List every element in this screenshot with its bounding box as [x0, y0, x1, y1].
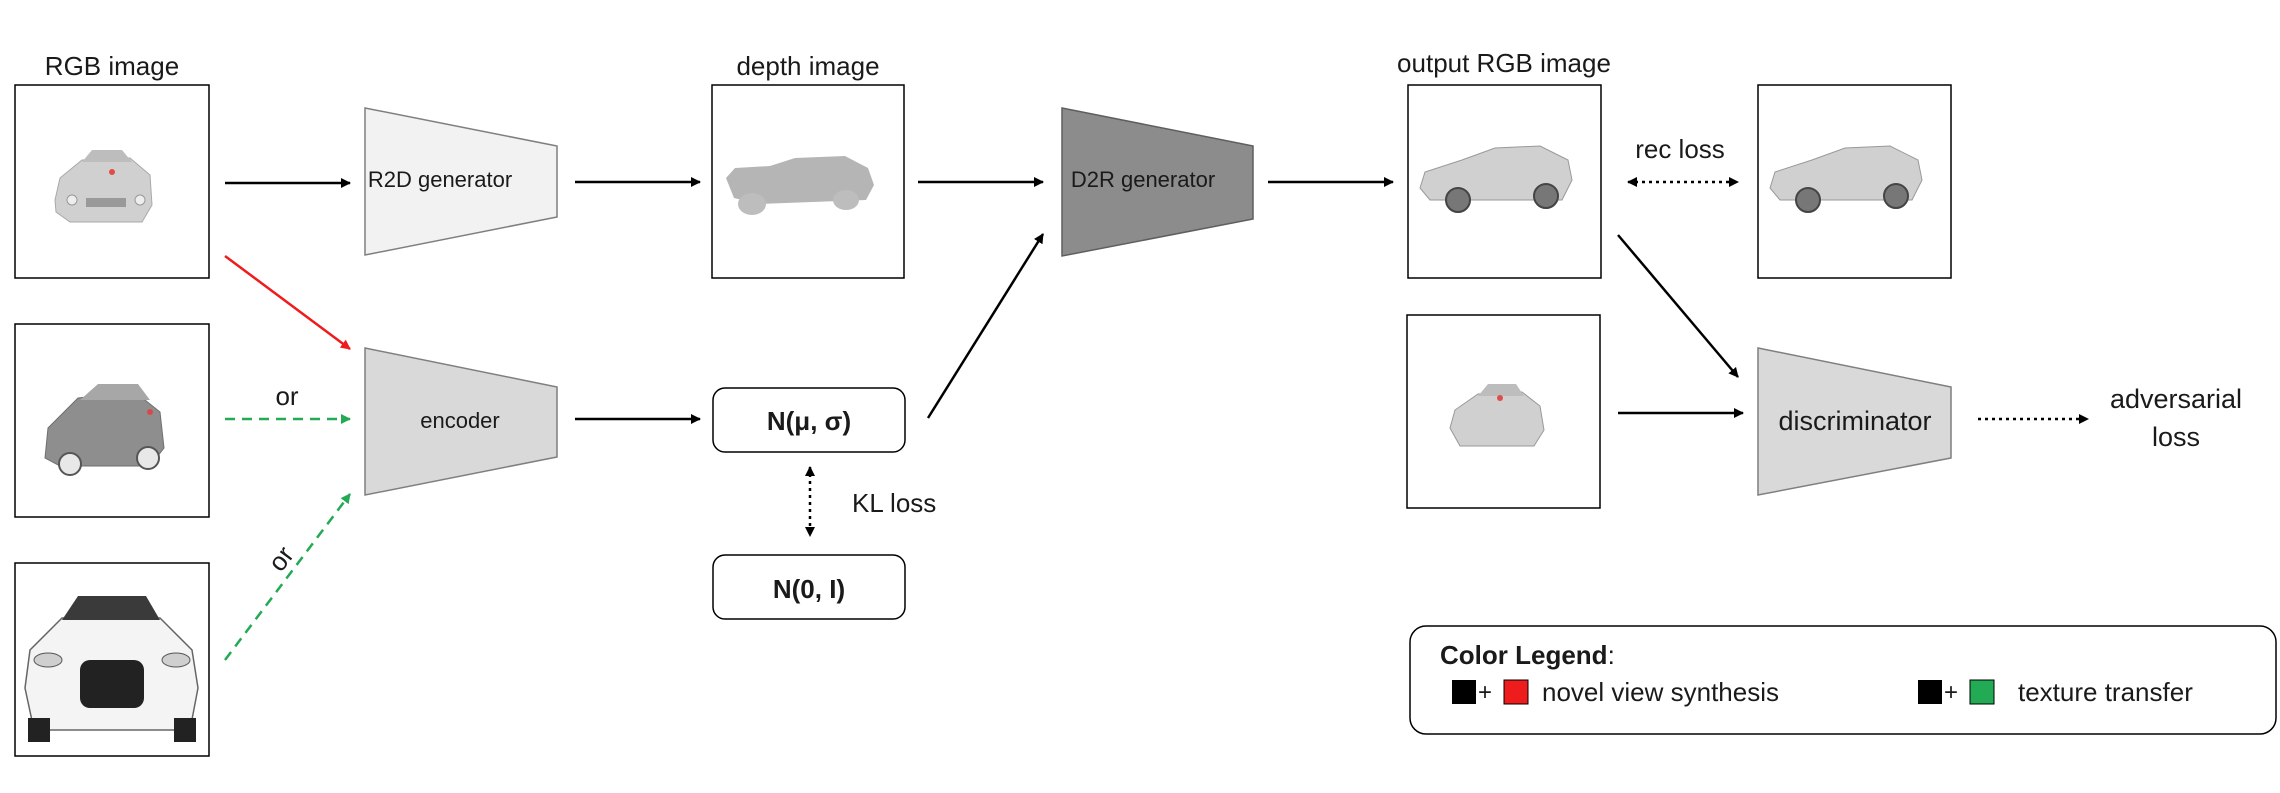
rgb-image-title: RGB image	[45, 51, 179, 81]
r2d-generator-block: R2D generator	[364, 107, 558, 256]
output-rgb-image-title: output RGB image	[1397, 48, 1611, 78]
legend-red-swatch	[1503, 679, 1529, 705]
legend-item-novel-view: novel view synthesis	[1542, 677, 1779, 707]
r2d-generator-label: R2D generator	[368, 167, 512, 192]
legend-black-swatch-2	[1918, 680, 1942, 704]
d2r-generator-block: D2R generator	[1061, 107, 1254, 257]
input-image-3	[14, 562, 210, 757]
discriminator-label: discriminator	[1778, 406, 1931, 436]
kl-loss-label: KL loss	[852, 488, 936, 518]
car-real-front-image	[1449, 384, 1545, 447]
real-rgb-image	[1406, 314, 1601, 509]
legend-plus-1: +	[1478, 679, 1492, 706]
legend-black-swatch-1	[1452, 680, 1476, 704]
depth-image-title: depth image	[736, 51, 879, 81]
legend-plus-2: +	[1944, 679, 1958, 706]
input-image-1	[14, 84, 210, 279]
encoder-label: encoder	[420, 408, 500, 433]
color-legend: Color Legend: + novel view synthesis + t…	[1409, 625, 2277, 735]
input-image-2	[14, 323, 210, 518]
depth-image	[711, 84, 905, 279]
adversarial-loss-label-line1: adversarial	[2110, 384, 2242, 414]
car-depth-image	[726, 156, 874, 215]
latent-posterior-box: N(μ, σ)	[712, 387, 906, 453]
red-arrow-rgb-to-encoder	[224, 254, 351, 351]
rec-loss-label: rec loss	[1635, 134, 1725, 164]
output-rgb-image	[1407, 84, 1602, 279]
car-wagon-grey-image	[44, 384, 165, 476]
adversarial-loss-label-line2: loss	[2152, 422, 2200, 452]
d2r-generator-label: D2R generator	[1071, 167, 1215, 192]
legend-item-texture-transfer: texture transfer	[2018, 677, 2193, 707]
car-target-side-image	[1769, 145, 1923, 213]
car-white-photo-image	[24, 596, 199, 742]
arrow-output-to-discriminator	[1617, 234, 1739, 378]
legend-title: Color Legend:	[1440, 640, 1615, 670]
discriminator-block: discriminator	[1757, 347, 1952, 496]
latent-prior-box: N(0, I)	[712, 554, 906, 620]
car-front-grey-image	[54, 150, 153, 223]
car-output-side-image	[1419, 145, 1573, 213]
encoder-block: encoder	[364, 347, 558, 496]
legend-green-swatch	[1969, 679, 1995, 705]
target-rgb-image	[1757, 84, 1952, 279]
or-label-2: or	[262, 540, 300, 577]
latent-prior-label: N(0, I)	[773, 574, 845, 604]
latent-posterior-label: N(μ, σ)	[767, 406, 851, 436]
green-dashed-arrow-photo-to-encoder	[224, 493, 351, 661]
or-label-1: or	[275, 381, 298, 411]
arrow-latent-to-d2r	[926, 233, 1045, 419]
